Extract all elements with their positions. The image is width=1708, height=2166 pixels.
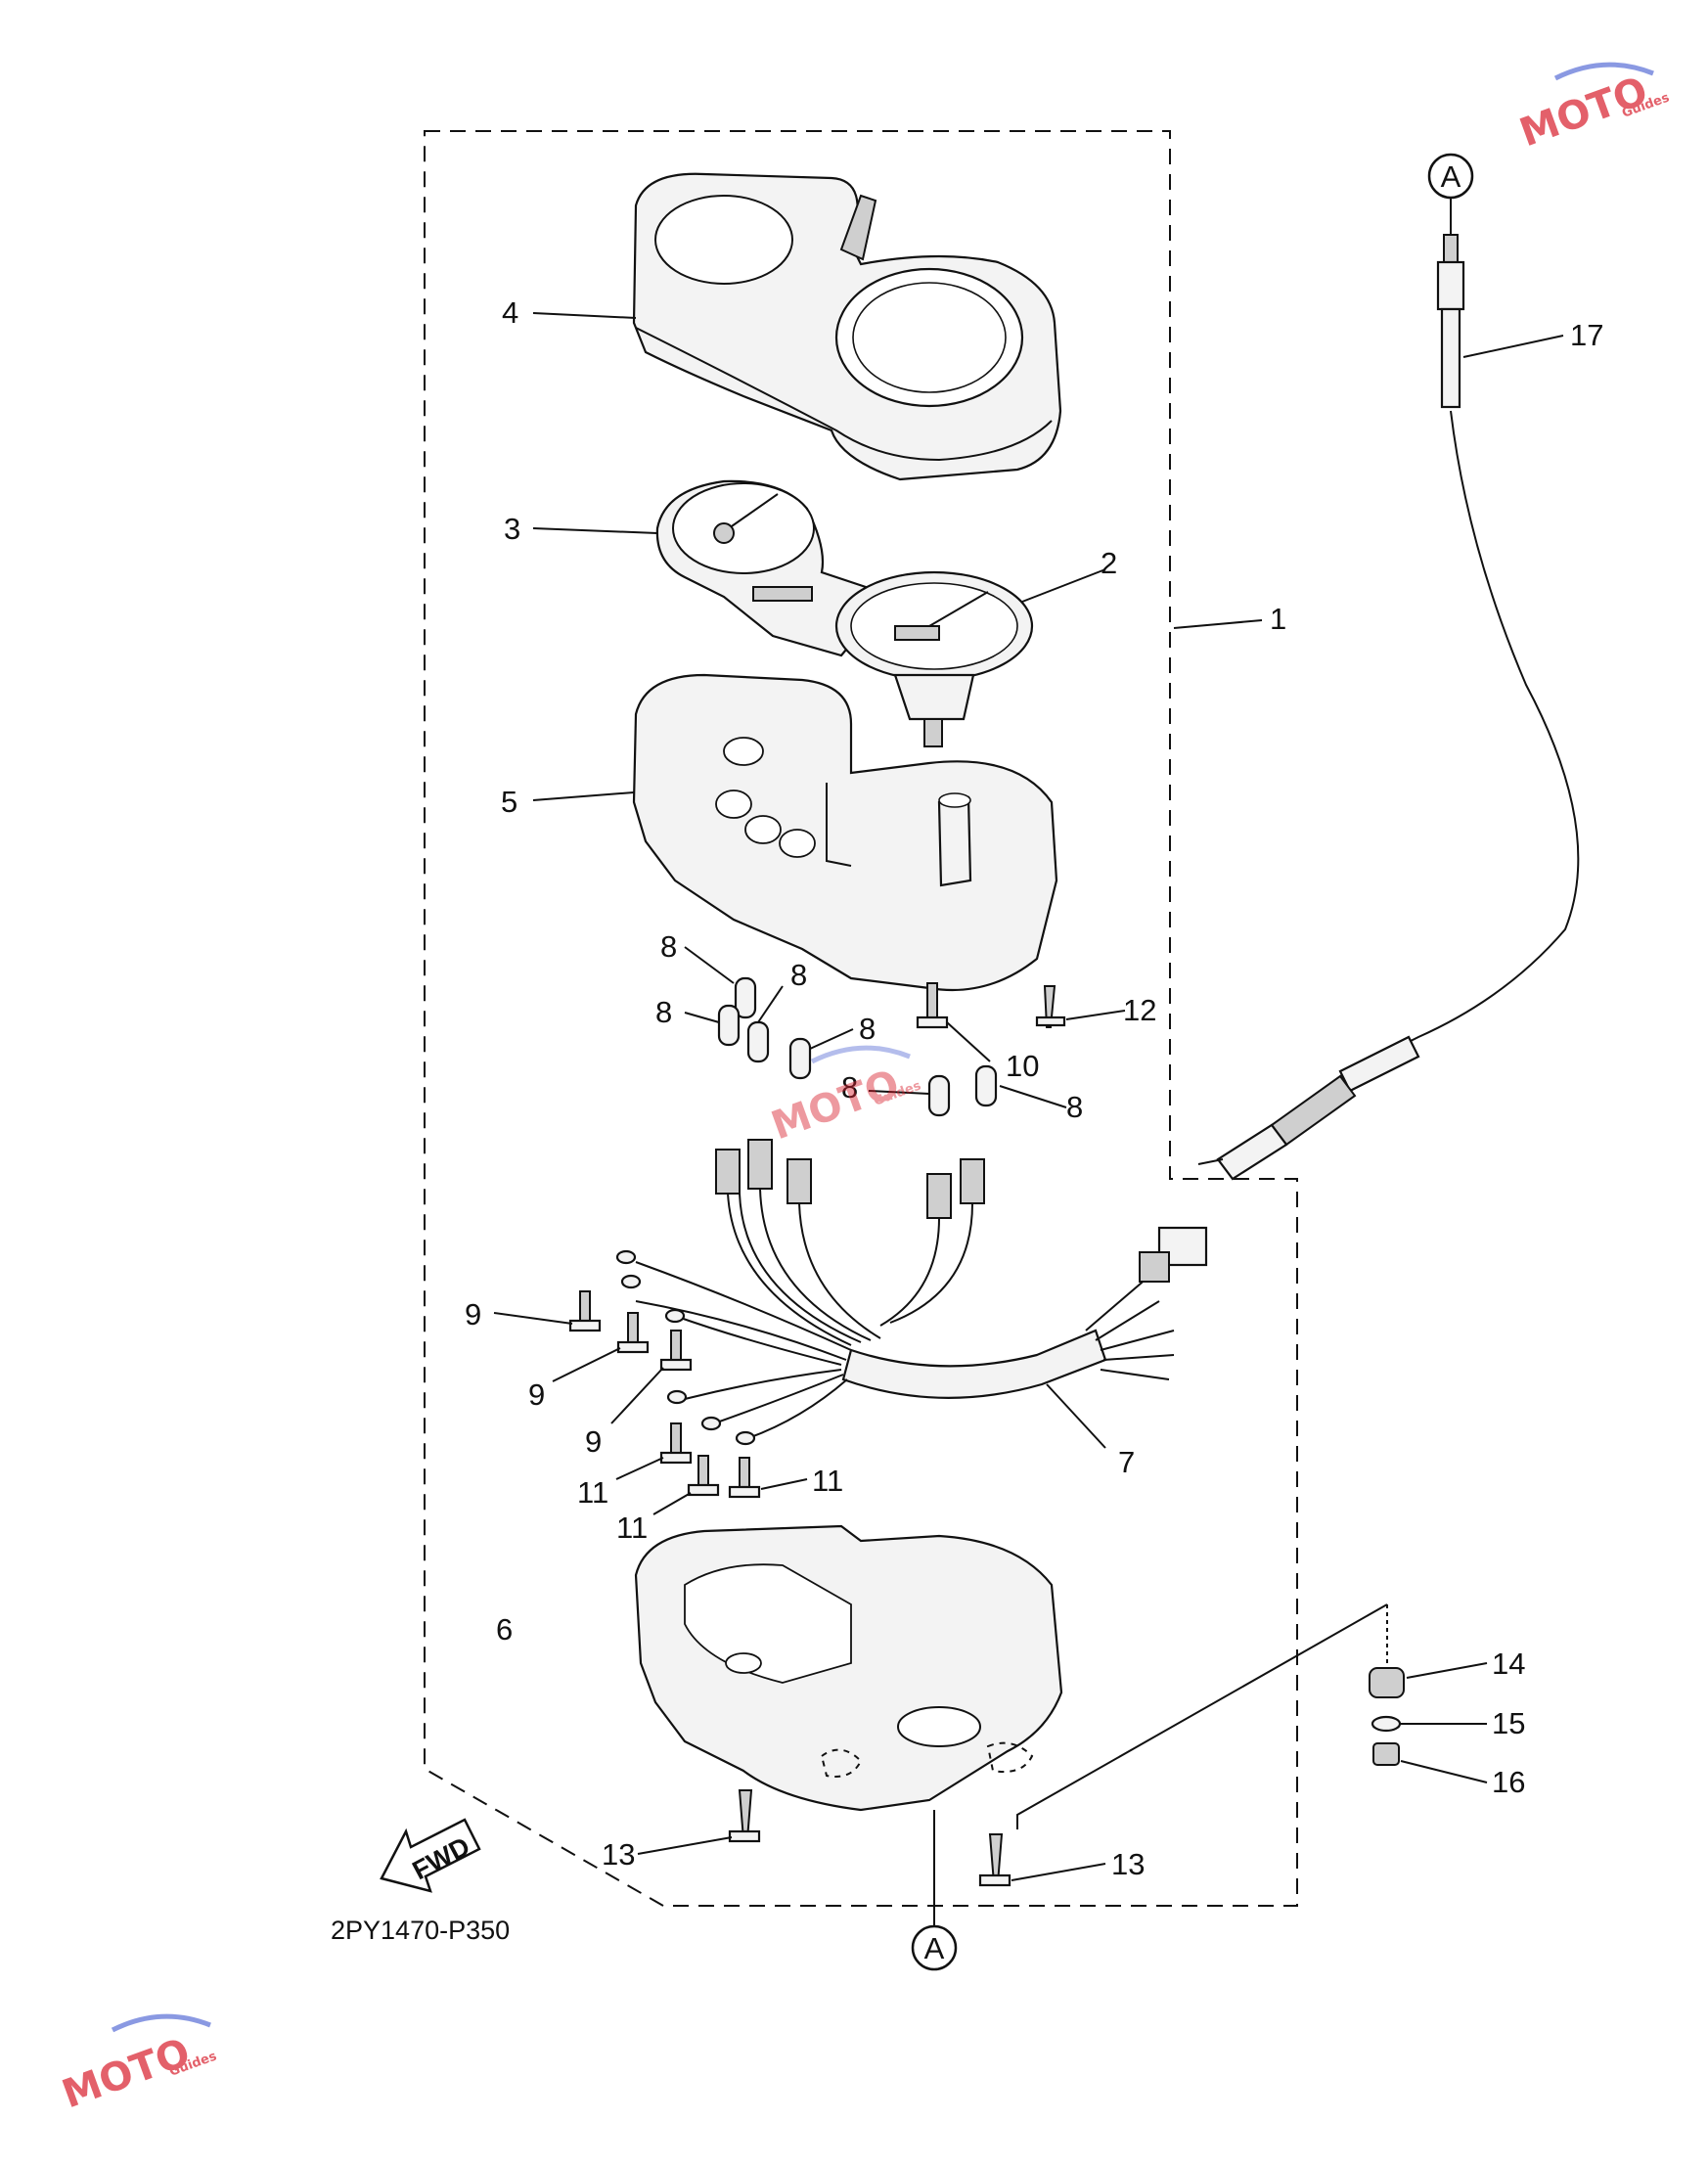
reference-marker-a-bottom: A: [911, 1810, 958, 1971]
watermark-logo-center: MOTO Guides: [766, 1045, 923, 1149]
callout-13a: 13: [602, 1837, 635, 1872]
callout-6: 6: [496, 1612, 513, 1647]
watermark-logo-bottom-left: MOTO Guides: [57, 2013, 219, 2117]
speedometer-part-2: [834, 570, 1034, 747]
self-tapping-screws-13: [728, 1789, 1011, 1887]
meter-case-part-5: [632, 673, 1058, 992]
callout-5: 5: [501, 785, 517, 819]
callout-10: 10: [1006, 1049, 1039, 1083]
callout-7: 7: [1118, 1445, 1135, 1479]
wire-harness-part-7: [615, 1188, 1208, 1446]
callout-8d: 8: [859, 1012, 876, 1046]
callout-13b: 13: [1111, 1847, 1145, 1881]
reference-marker-a-top: A: [1427, 153, 1474, 235]
callout-8c: 8: [655, 995, 672, 1029]
callout-2: 2: [1101, 546, 1117, 580]
callout-1: 1: [1270, 602, 1286, 636]
callout-17: 17: [1570, 318, 1603, 352]
mounting-hardware: [1016, 1603, 1405, 1829]
forward-direction-arrow: FWD: [380, 1818, 481, 1893]
callout-3: 3: [504, 512, 520, 546]
bulb-sockets: [717, 976, 998, 1117]
callout-9b: 9: [528, 1377, 545, 1412]
callout-4: 4: [502, 295, 518, 330]
screws: [568, 982, 1066, 1499]
svg-text:A: A: [1441, 159, 1461, 194]
tachometer-dial-part-3: [655, 479, 868, 657]
callout-8b: 8: [790, 958, 807, 992]
diagram-code: 2PY1470-P350: [331, 1916, 510, 1945]
callout-8a: 8: [660, 929, 677, 964]
callout-14: 14: [1492, 1647, 1525, 1681]
callout-leaders: [493, 312, 1564, 1881]
meter-cover-part-4: [632, 172, 1062, 481]
callout-16: 16: [1492, 1765, 1525, 1799]
socket-holders: [715, 1139, 985, 1219]
speedometer-cable-part-17: [1197, 234, 1580, 1181]
callout-labels: 1 2 3 4 5 6 7 8 8 8 8 8 8 9 9 9 10 11 11…: [465, 295, 1603, 1881]
callout-12: 12: [1123, 993, 1156, 1027]
callout-9a: 9: [465, 1297, 481, 1331]
callout-11b: 11: [616, 1511, 648, 1545]
svg-text:A: A: [924, 1931, 945, 1965]
callout-11a: 11: [577, 1475, 608, 1510]
callout-8e: 8: [841, 1070, 858, 1105]
callout-8f: 8: [1066, 1090, 1083, 1124]
watermark-logo-top-right: MOTO Guides: [1514, 62, 1672, 156]
lower-case-part-6: [634, 1524, 1063, 1812]
assembly-boundary: [424, 130, 1298, 1907]
callout-11c: 11: [812, 1464, 843, 1498]
callout-9c: 9: [585, 1424, 602, 1459]
callout-15: 15: [1492, 1706, 1525, 1740]
